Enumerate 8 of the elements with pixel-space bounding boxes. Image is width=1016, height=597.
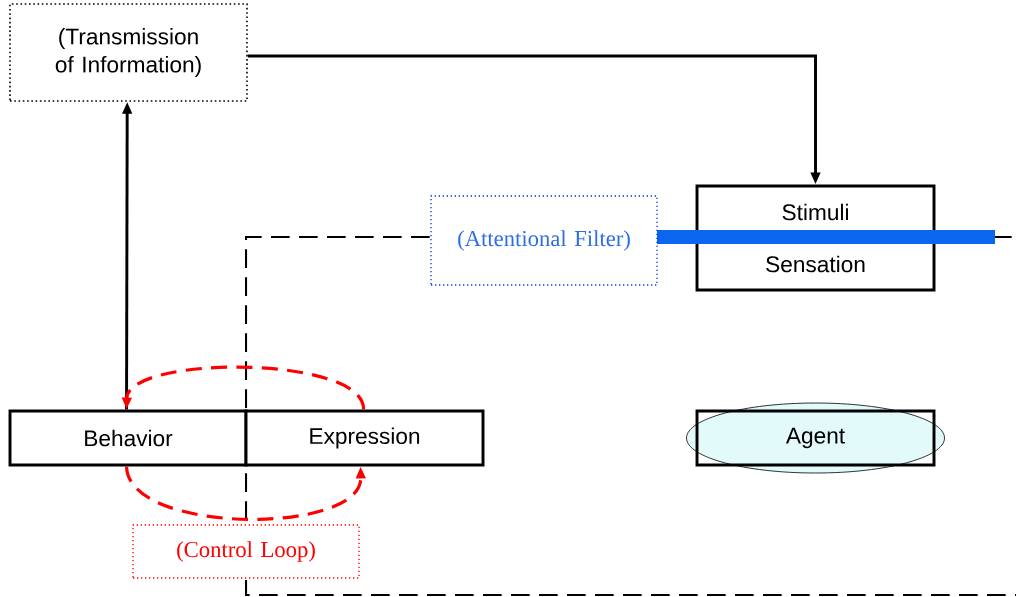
process-box: Stimuli Sensation: [650, 184, 995, 292]
dotted-box: (Control Loop): [132, 524, 360, 579]
process-box: Expression: [244, 409, 485, 467]
dotted-box: (Transmission of Information): [9, 3, 248, 102]
process-box: Behavior: [8, 409, 248, 467]
process-box: Agent: [686, 402, 945, 474]
dotted-box: (Attentional Filter): [430, 195, 658, 286]
arrow: [125, 466, 366, 521]
